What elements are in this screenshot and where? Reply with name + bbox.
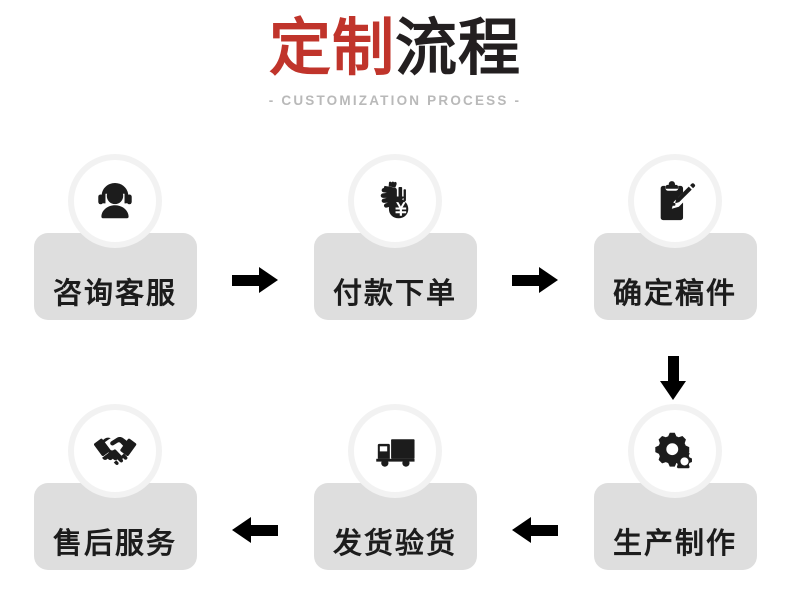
process-step-shipping-inspection[interactable]: 发货验货 — [313, 410, 477, 570]
hand-money-bag-yen-icon — [354, 160, 436, 242]
process-row-bottom: 售后服务 — [0, 410, 790, 580]
process-step-card: 付款下单 — [313, 233, 477, 320]
handshake-icon — [74, 410, 156, 492]
page-title-highlight: 定制 — [268, 14, 395, 83]
arrow-step2-to-step3-icon — [512, 267, 558, 293]
clipboard-pencil-icon — [634, 160, 716, 242]
process-step-card: 咨询客服 — [33, 233, 197, 320]
delivery-truck-icon — [354, 410, 436, 492]
page-subtitle: - CUSTOMIZATION PROCESS - — [268, 93, 522, 109]
page-title-rest: 流程 — [395, 14, 522, 83]
process-step-after-sales-service[interactable]: 售后服务 — [33, 410, 197, 570]
process-step-card: 生产制作 — [593, 483, 757, 570]
arrow-step5-to-step6-icon — [232, 517, 278, 543]
arrow-step4-to-step5-icon — [512, 517, 558, 543]
process-step-payment-order[interactable]: 付款下单 — [313, 160, 477, 320]
process-step-card: 确定稿件 — [593, 233, 757, 320]
process-step-label: 生产制作 — [612, 528, 737, 560]
process-step-consult-customer-service[interactable]: 咨询客服 — [33, 160, 197, 320]
process-step-label: 咨询客服 — [52, 278, 177, 310]
process-step-confirm-draft[interactable]: 确定稿件 — [593, 160, 757, 320]
connector-slot — [197, 160, 314, 320]
connector-slot — [477, 160, 594, 320]
process-step-card: 售后服务 — [33, 483, 197, 570]
arrow-step3-to-step4-icon — [660, 356, 686, 400]
connector-slot — [477, 410, 594, 570]
headset-support-agent-icon — [74, 160, 156, 242]
process-step-production[interactable]: 生产制作 — [593, 410, 757, 570]
page-title: 定制流程 — [0, 14, 790, 83]
gears-icon — [634, 410, 716, 492]
process-step-label: 确定稿件 — [612, 278, 737, 310]
process-step-label: 付款下单 — [332, 278, 457, 310]
process-flow: 咨询客服 — [0, 160, 790, 580]
page-header: 定制流程 - CUSTOMIZATION PROCESS - — [0, 0, 790, 108]
process-step-label: 售后服务 — [52, 528, 177, 560]
connector-slot — [197, 410, 314, 570]
process-step-card: 发货验货 — [313, 483, 477, 570]
process-row-top: 咨询客服 — [0, 160, 790, 330]
arrow-step1-to-step2-icon — [232, 267, 278, 293]
process-step-label: 发货验货 — [332, 528, 457, 560]
